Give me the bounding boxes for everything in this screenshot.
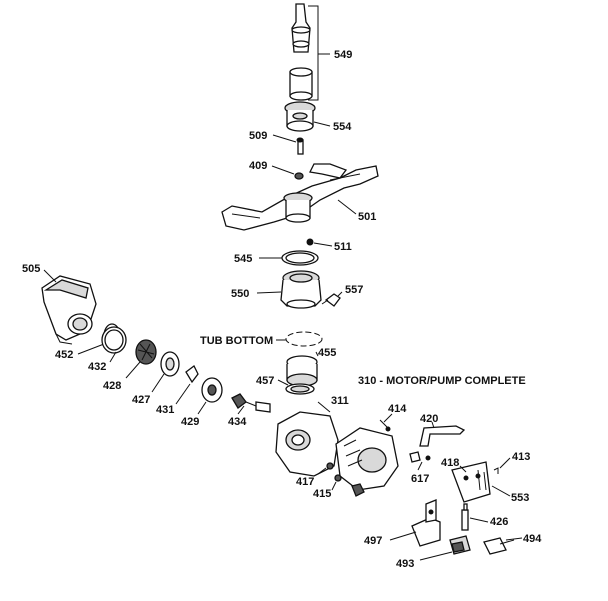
switch-426-part xyxy=(461,503,469,531)
housing-550-part xyxy=(280,270,322,309)
label-413: 413 xyxy=(512,451,530,463)
hose-420-part xyxy=(419,425,466,447)
spray-arm-501-part xyxy=(221,163,379,231)
spring-434-part xyxy=(231,393,271,413)
pump-housing-505-part xyxy=(41,275,97,345)
label-505: 505 xyxy=(22,263,40,275)
guard-429-part xyxy=(201,377,223,403)
cap-494-part xyxy=(483,537,515,555)
tub-bottom-outline xyxy=(285,331,323,347)
label-432: 432 xyxy=(88,361,106,373)
bracket-418-part xyxy=(451,461,491,503)
impeller-428-part xyxy=(135,339,157,365)
label-429: 429 xyxy=(181,416,199,428)
label-457: 457 xyxy=(256,375,274,387)
label-420: 420 xyxy=(420,413,438,425)
label-311: 311 xyxy=(331,395,349,407)
label-494: 494 xyxy=(523,533,542,545)
label-426: 426 xyxy=(490,516,508,528)
label-428: 428 xyxy=(103,380,121,392)
tower-sleeve-part xyxy=(289,67,313,101)
label-545: 545 xyxy=(234,253,252,265)
clip-431-part xyxy=(185,365,199,384)
label-554: 554 xyxy=(333,121,352,133)
screw-414-part xyxy=(379,419,391,432)
bracket-497-part xyxy=(411,499,441,547)
label-409: 409 xyxy=(249,160,267,172)
clamp-617-part xyxy=(409,451,431,463)
pin-509-part xyxy=(296,137,304,155)
label-417: 417 xyxy=(296,476,314,488)
label-550: 550 xyxy=(231,288,249,300)
label-452: 452 xyxy=(55,349,73,361)
label-motor-pump-complete: 310 - MOTOR/PUMP COMPLETE xyxy=(358,375,526,387)
washer-409-part xyxy=(294,172,304,180)
label-497: 497 xyxy=(364,535,382,547)
motor-pump-assembly-part xyxy=(275,411,399,497)
label-553: 553 xyxy=(511,492,529,504)
label-tub-bottom: TUB BOTTOM xyxy=(200,335,273,347)
label-509: 509 xyxy=(249,130,267,142)
ring-457-part xyxy=(285,383,315,395)
nut-554-part xyxy=(284,101,316,132)
label-511: 511 xyxy=(334,241,352,253)
housing-455-part xyxy=(286,355,318,387)
label-427: 427 xyxy=(132,394,150,406)
bracket-549 xyxy=(308,5,319,101)
spray-tower-part xyxy=(291,3,311,53)
bolt-415-part xyxy=(334,474,342,482)
label-549: 549 xyxy=(334,49,352,61)
ball-511-part xyxy=(306,238,314,246)
label-418: 418 xyxy=(441,457,459,469)
label-434: 434 xyxy=(228,416,247,428)
bolt-417-part xyxy=(326,462,334,470)
ring-545-part xyxy=(281,250,319,266)
label-415: 415 xyxy=(313,488,331,500)
plate-427-part xyxy=(160,351,180,377)
label-617: 617 xyxy=(411,473,429,485)
block-493-part xyxy=(449,535,471,555)
label-557: 557 xyxy=(345,284,363,296)
label-414: 414 xyxy=(388,403,407,415)
label-493: 493 xyxy=(396,558,414,570)
label-501: 501 xyxy=(358,211,376,223)
valve-557-part xyxy=(321,293,341,307)
ring-432-part xyxy=(101,326,127,354)
label-431: 431 xyxy=(156,404,174,416)
clip-413-part xyxy=(493,467,499,474)
label-455: 455 xyxy=(318,347,336,359)
